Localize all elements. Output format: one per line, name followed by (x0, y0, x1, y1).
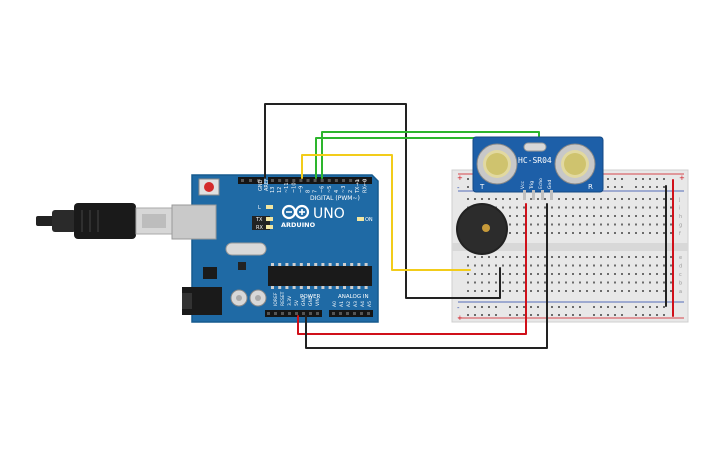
breadboard-row-label: d (679, 264, 682, 270)
led-l (266, 205, 273, 209)
digital-pin-label: ~10 (291, 182, 297, 193)
reset-label: RESET (280, 291, 286, 306)
breadboard-row-label: g (679, 223, 682, 229)
led-on (357, 217, 364, 221)
sensor-marker-t: T (479, 183, 485, 191)
wire-gnd-bottom[interactable] (305, 203, 548, 349)
digital-pin-label: ~9 (298, 186, 304, 193)
sensor-name: HC-SR04 (518, 156, 552, 165)
led-tx-label: TX (255, 217, 263, 223)
breadboard-row-label: i (679, 206, 680, 212)
led-tx (266, 217, 273, 221)
usb-cable-strain-relief (52, 210, 76, 232)
usb-cable-end (36, 216, 54, 226)
analog-pin-label: A4 (360, 301, 366, 307)
led-on-label: ON (365, 217, 373, 223)
power-label: POWER (300, 294, 321, 300)
rail-plus-bottom: + (457, 314, 463, 322)
sensor-receiver-icon (554, 143, 596, 185)
led-rx-label: RX (256, 225, 263, 231)
analog-pin-label: A1 (339, 301, 345, 307)
led-l-label: L (258, 205, 261, 211)
aref-label: AREF (264, 178, 270, 191)
analog-label: ANALOG IN (338, 294, 369, 300)
piezo-buzzer[interactable] (456, 203, 508, 255)
wire-yellow[interactable] (301, 154, 471, 271)
gnd-label-1: GND (301, 295, 307, 306)
digital-pin-label: 8 (306, 190, 312, 193)
vin-label: VIN (315, 298, 321, 306)
arduino-brand-label: ARDUINO (281, 221, 316, 229)
analog-pin-label: A0 (332, 301, 338, 307)
sensor-pin-vcc: Vcc (520, 180, 526, 189)
wire-5v[interactable] (297, 203, 527, 335)
breadboard-row-label: e (679, 255, 682, 261)
analog-header (329, 310, 373, 317)
breadboard-row-label: h (679, 214, 682, 220)
breadboard-center-channel (452, 243, 688, 251)
digital-pin-label: RX←0 (362, 179, 368, 193)
digital-label: DIGITAL (PWM~) (310, 195, 360, 202)
digital-pin-label: ~5 (327, 186, 333, 193)
digital-pin-label: ~6 (320, 186, 326, 193)
sensor-marker-r: R (588, 183, 593, 191)
digital-pin-label: 12 (277, 187, 283, 193)
breadboard-row-label: a (679, 289, 682, 295)
rail-plus-top: + (457, 174, 463, 182)
analog-pin-label: A2 (346, 301, 352, 307)
usb-connector-body (74, 203, 136, 239)
usb-port (171, 204, 217, 240)
sensor-transmitter-icon (476, 143, 518, 185)
sensor-crystal (523, 142, 547, 152)
reset-button-cap (204, 182, 214, 192)
rail-minus-top: - (457, 184, 460, 192)
gnd-label-2: GND (308, 295, 314, 306)
arduino-logo-icon (281, 204, 310, 220)
usb-cable[interactable] (36, 203, 173, 239)
ioref-label: IOREF (273, 292, 279, 306)
breadboard-row-label: c (679, 272, 682, 278)
v33-label: 3.3V (287, 295, 293, 306)
digital-pin-label: 7 (313, 190, 319, 193)
sensor-pin-gnd: Gnd (547, 180, 553, 189)
hc-sr04-sensor[interactable]: HC-SR04 T R Vcc Trig Echo Gnd (472, 136, 604, 200)
digital-pin-label: ~3 (341, 186, 347, 193)
digital-pin-label: ~11 (284, 182, 290, 193)
v5-label: 5V (294, 299, 300, 306)
analog-pin-label: A3 (353, 301, 359, 307)
digital-pin-label: TX→1 (355, 179, 361, 194)
gnd-label-top: GND (258, 179, 264, 191)
sensor-pin-echo: Echo (538, 178, 544, 189)
power-header (265, 310, 322, 317)
breadboard-row-label: f (679, 231, 681, 237)
digital-pin-label: 2 (348, 190, 354, 193)
rail-plus-top-right: + (679, 174, 685, 182)
crystal-oscillator (225, 242, 267, 256)
uno-label: UNO (313, 206, 345, 222)
digital-pin-label: 13 (270, 187, 276, 193)
led-rx (266, 225, 273, 229)
breadboard-row-label: j (678, 197, 680, 203)
analog-pin-label: A5 (367, 301, 373, 307)
rail-minus-bottom: - (457, 304, 460, 312)
atmega-chip (268, 266, 372, 286)
digital-pin-label: 4 (334, 190, 340, 193)
digital-header-right (268, 177, 372, 184)
wire-gnd-top[interactable] (264, 103, 501, 299)
buzzer-center-icon (482, 224, 490, 232)
sensor-pin-trig: Trig (529, 181, 535, 190)
breadboard-row-label: b (679, 281, 682, 287)
voltage-regulator (203, 267, 217, 279)
